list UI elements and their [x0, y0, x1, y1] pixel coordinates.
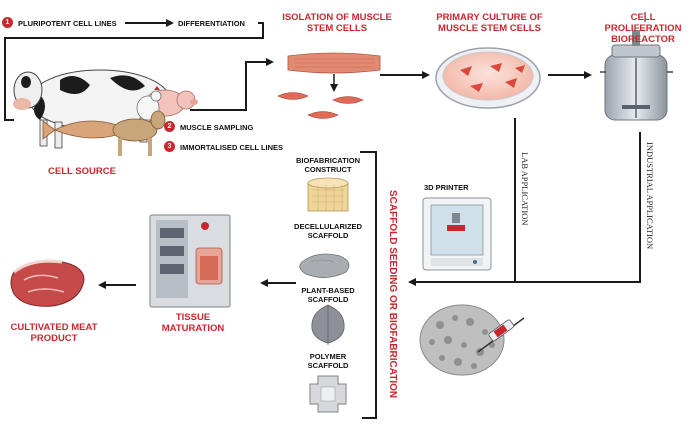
arrow-to-isolation [190, 58, 274, 111]
isolation-title: ISOLATION OF MUSCLE STEM CELLS [282, 12, 392, 34]
biofab-construct-icon [307, 177, 349, 212]
decellularized-scaffold-icon [299, 253, 350, 278]
step-3-badge: 3 [164, 141, 175, 152]
immortalised-label: IMMORTALISED CELL LINES [180, 143, 284, 152]
goat-icon [112, 110, 166, 156]
industrial-path-arrow [408, 132, 641, 286]
tissue-maturation-title: TISSUE MATURATION [161, 312, 225, 334]
step-1-badge: 1 [2, 17, 13, 28]
connector-line [4, 22, 264, 121]
scaffold-bracket [360, 151, 377, 419]
cell-source-title: CELL SOURCE [48, 166, 116, 177]
leaf-icon [311, 304, 345, 345]
steak-icon [10, 259, 85, 307]
syringe-icon [477, 317, 525, 353]
plant-label: PLANT-BASED SCAFFOLD [301, 286, 355, 304]
lab-application-label: LAB APPLICATION [520, 152, 530, 226]
porous-scaffold-icon [419, 304, 505, 376]
petri-dish-icon [435, 47, 541, 109]
biofab-label: BIOFABRICATION CONSTRUCT [295, 156, 361, 174]
step-2-badge: 2 [164, 121, 175, 132]
muscle-sampling-label: MUSCLE SAMPLING [180, 123, 254, 132]
pluripotent-label: PLURIPOTENT CELL LINES [18, 19, 117, 28]
decell-label: DECELLULARIZED SCAFFOLD [294, 222, 362, 240]
3d-printer-icon [422, 197, 492, 271]
stem-cells-icon [277, 92, 364, 119]
industrial-application-label: INDUSTRIAL APPLICATION [645, 142, 655, 250]
polymer-scaffold-icon [309, 375, 347, 413]
cow-icon [13, 69, 171, 149]
differentiation-label: DIFFERENTIATION [178, 19, 245, 28]
maturation-bioreactor-icon [149, 214, 231, 308]
polymer-label: POLYMER SCAFFOLD [307, 352, 349, 370]
bioreactor-title: CELL PROLIFERATION BIOREACTOR [604, 12, 682, 45]
scaffold-seeding-label: SCAFFOLD SEEDING OR BIOFABRICATION [387, 190, 398, 399]
3d-printer-label: 3D PRINTER [424, 183, 469, 192]
primary-culture-title: PRIMARY CULTURE OF MUSCLE STEM CELLS [436, 12, 543, 34]
bioreactor-icon [600, 30, 673, 121]
product-title: CULTIVATED MEAT PRODUCT [10, 322, 98, 344]
muscle-fiber-icon [287, 52, 381, 74]
